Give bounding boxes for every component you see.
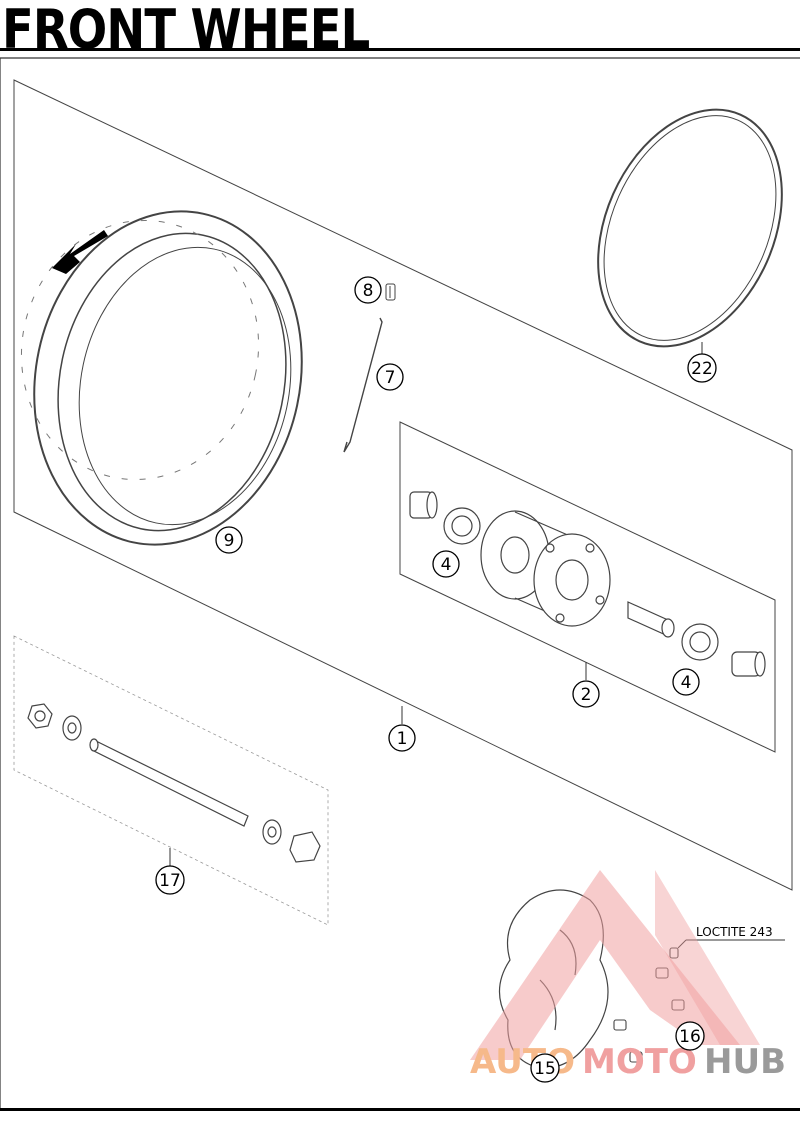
callout-8: 8 — [354, 276, 382, 304]
callout-4-right-label: 4 — [681, 673, 692, 693]
automotohub-watermark: AUTO MOTO HUB — [470, 870, 786, 1082]
rotation-direction-arrow-icon — [52, 230, 108, 274]
callout-17: 17 — [155, 865, 185, 895]
callout-4-right: 4 — [672, 668, 700, 696]
diagram-frame — [0, 57, 800, 1108]
axle-clamp-nut — [289, 831, 321, 863]
callout-17-label: 17 — [159, 871, 181, 891]
callout-15: 15 — [530, 1053, 560, 1083]
callout-7: 7 — [376, 363, 404, 391]
callout-15-label: 15 — [534, 1059, 556, 1079]
watermark-logo-shape — [470, 870, 740, 1060]
wheel-hub — [480, 510, 611, 627]
callout-1-label: 1 — [397, 729, 408, 749]
loctite-note: LOCTITE 243 — [696, 925, 773, 939]
callout-16: 16 — [675, 1021, 705, 1051]
watermark-text-moto: MOTO — [582, 1042, 697, 1082]
spoke-nipple — [385, 283, 396, 301]
callout-22: 22 — [687, 353, 717, 383]
callout-2: 2 — [572, 680, 600, 708]
wheel-assembly-panel — [13, 79, 793, 891]
bearing-left — [443, 507, 481, 545]
rim-tape — [597, 108, 783, 348]
axle-washer-left — [62, 715, 82, 741]
hub-collar-right — [731, 651, 766, 677]
bottom-divider — [0, 1108, 800, 1111]
title-divider — [0, 48, 800, 51]
watermark-text-auto: AUTO — [470, 1042, 575, 1082]
axle-nut — [27, 703, 53, 729]
leader-lines — [169, 342, 785, 949]
watermark-text-hub: HUB — [704, 1042, 786, 1082]
rim — [20, 210, 303, 546]
callout-4-left-label: 4 — [441, 555, 452, 575]
callout-1: 1 — [388, 724, 416, 752]
callout-9-label: 9 — [224, 531, 235, 551]
callout-9: 9 — [215, 526, 243, 554]
callout-7-label: 7 — [385, 368, 396, 388]
bearing-right — [681, 623, 719, 661]
hub-spacer-right — [627, 601, 675, 638]
callout-8-label: 8 — [363, 281, 374, 301]
callout-16-label: 16 — [679, 1027, 701, 1047]
callout-2-label: 2 — [581, 685, 592, 705]
axle-washer-right — [262, 819, 282, 845]
wheel-axle — [89, 738, 249, 827]
hub-assembly-panel — [399, 421, 776, 753]
callout-22-label: 22 — [691, 359, 713, 379]
hub-spacer-left — [409, 491, 438, 519]
spoke — [343, 317, 383, 453]
callout-4-left: 4 — [432, 550, 460, 578]
